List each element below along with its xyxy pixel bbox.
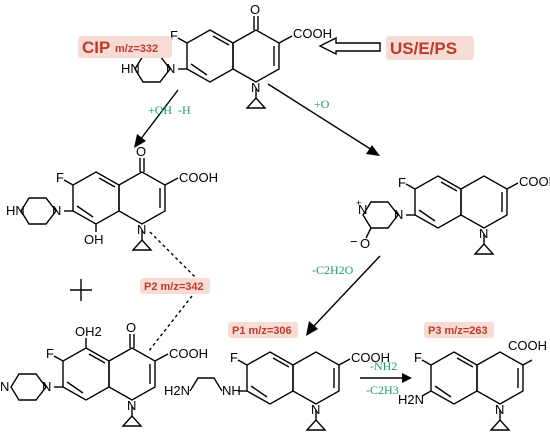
hydrated-cooh: COOH <box>169 346 208 361</box>
p3-label: P3 m/z=263 <box>428 325 488 337</box>
hydroxylated-fluorine: F <box>56 170 64 185</box>
p3-fluorine: F <box>414 350 422 365</box>
p1-cooh: COOH <box>351 350 390 365</box>
p1-label: P1 m/z=306 <box>232 325 292 337</box>
p1-h2n: H2N <box>164 383 190 398</box>
p1-nh: NH <box>222 383 241 398</box>
cip-name: CIP <box>82 38 110 57</box>
hydroxylated-oh: OH <box>84 232 104 247</box>
p1-molecule <box>189 351 351 431</box>
condition-c2h3-loss: -C2H3 <box>366 383 399 397</box>
hydrated-piperazine-n: N <box>42 379 51 394</box>
hydroxylated-nh: HN <box>6 203 25 218</box>
condition-nh2-loss: -NH2 <box>370 359 397 373</box>
p3-h2n: H2N <box>398 392 424 407</box>
condition-o-add: +O <box>314 97 330 111</box>
n-oxide-cooh: COOH <box>519 174 550 189</box>
hydrated-piperazine-n2: N <box>0 379 9 394</box>
n-oxide-o-minus: O <box>360 236 370 251</box>
cip-ring-nitrogen: N <box>251 80 260 95</box>
p2-dash-lower <box>147 295 193 353</box>
p2-label-badge <box>140 278 210 294</box>
hydrated-oh2: OH2 <box>75 324 102 339</box>
p2-dash-upper <box>149 231 201 283</box>
hydroxylated-molecule <box>20 158 179 251</box>
hydroxylated-oxygen: O <box>136 144 146 159</box>
process-label: US/E/PS <box>390 39 457 58</box>
process-open-arrow <box>318 36 381 56</box>
cip-piperazine-nh: HN <box>121 61 140 76</box>
arrow-to-n-oxide <box>267 83 380 156</box>
n-oxide-fluorine: F <box>398 175 406 190</box>
arrow-to-p2 <box>134 89 179 148</box>
cip-molecule <box>134 16 293 109</box>
cip-mz: m/z=332 <box>115 43 158 55</box>
p3-ring-nitrogen: N <box>495 402 504 417</box>
n-oxide-molecule <box>362 175 519 255</box>
hydrated-oxygen: O <box>126 320 136 335</box>
condition-h-loss: -H <box>178 103 191 117</box>
cip-fluorine: F <box>170 28 178 43</box>
condition-c2h2o-loss: -C2H2O <box>312 263 354 277</box>
cip-cooh: COOH <box>293 26 332 41</box>
p3-label-badge <box>424 322 494 338</box>
n-oxide-minus-charge: − <box>350 234 358 249</box>
hydroxylated-piperazine-n: N <box>52 203 61 218</box>
p1-ring-nitrogen: N <box>311 402 320 417</box>
arrow-to-p3 <box>360 373 412 383</box>
p3-molecule <box>421 351 533 431</box>
hydrated-ring-nitrogen: N <box>127 398 136 413</box>
hydrated-molecule <box>10 334 169 427</box>
cip-oxygen: O <box>250 2 260 17</box>
n-oxide-ring-nitrogen: N <box>479 226 488 241</box>
process-label-badge <box>386 36 474 60</box>
arrow-to-p1 <box>306 255 381 336</box>
plus-sign <box>70 279 92 301</box>
n-oxide-plus-charge: + <box>356 198 361 208</box>
hydroxylated-cooh: COOH <box>179 170 218 185</box>
p2-label: P2 m/z=342 <box>144 281 204 293</box>
n-oxide-piperazine-n: N <box>394 207 403 222</box>
hydroxylated-ring-nitrogen: N <box>137 222 146 237</box>
condition-oh-add: +OH <box>148 103 172 117</box>
cip-label-badge <box>78 36 172 58</box>
p1-label-badge <box>228 322 298 338</box>
p1-fluorine: F <box>230 350 238 365</box>
p3-cooh: COOH <box>508 338 547 353</box>
hydrated-fluorine: F <box>46 346 54 361</box>
cip-piperazine-nitrogen: N <box>166 61 175 76</box>
n-oxide-n-plus: N <box>358 202 367 217</box>
